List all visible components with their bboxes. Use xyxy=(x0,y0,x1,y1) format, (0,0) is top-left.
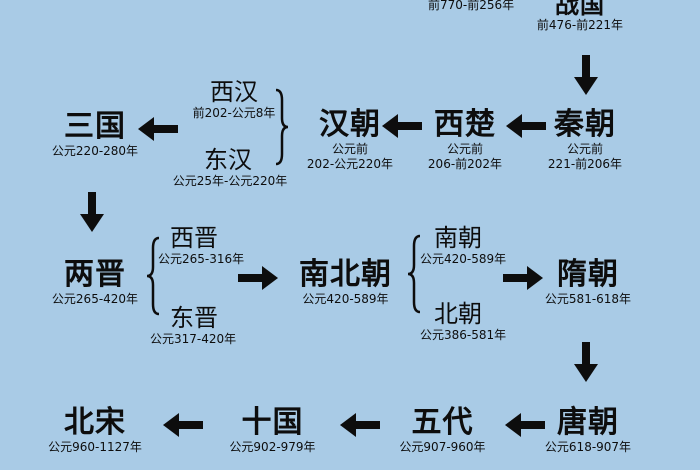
han-line1: 公元前 xyxy=(331,142,368,156)
node-han: 汉朝 公元前 202-公元220年 xyxy=(290,108,410,172)
liangjin-title: 两晋 xyxy=(64,257,126,292)
xichu-title: 西楚 xyxy=(434,107,496,142)
beisong-title: 北宋 xyxy=(64,405,126,440)
liangjin-date: 公元265-420年 xyxy=(51,292,139,306)
beisong-date: 公元960-1127年 xyxy=(48,440,142,454)
xichu-line1: 公元前 xyxy=(446,142,483,156)
node-xichu: 西楚 公元前 206-前202年 xyxy=(415,108,515,172)
arrow-down-icon xyxy=(80,192,104,232)
qin-line2: 221-前206年 xyxy=(547,157,623,171)
shiguo-title: 十国 xyxy=(241,405,304,440)
nanchao-title: 南朝 xyxy=(434,224,482,252)
arrow-down-icon xyxy=(574,55,598,95)
qin-line1: 公元前 xyxy=(566,142,603,156)
xijin-date: 公元265-316年 xyxy=(158,252,245,266)
node-wudai: 五代 公元907-960年 xyxy=(390,406,495,455)
qin-title: 秦朝 xyxy=(554,107,616,142)
node-nanchao: 南朝 公元420-589年 xyxy=(420,224,515,267)
zhanguo-title: 战国 xyxy=(555,0,605,19)
node-beisong: 北宋 公元960-1127年 xyxy=(40,406,150,455)
node-dongjin: 东晋 公元317-420年 xyxy=(150,304,260,347)
partial-date: 前770-前256年 xyxy=(428,0,515,12)
arrow-left-icon xyxy=(505,413,545,437)
tang-date: 公元618-907年 xyxy=(544,440,632,454)
xijin-title: 西晋 xyxy=(170,224,218,252)
arrow-right-icon xyxy=(238,266,278,290)
node-tang: 唐朝 公元618-907年 xyxy=(538,406,638,455)
brace-icon xyxy=(146,236,160,316)
node-beichao: 北朝 公元386-581年 xyxy=(420,300,515,343)
han-line2: 202-公元220年 xyxy=(306,157,394,171)
node-qin: 秦朝 公元前 221-前206年 xyxy=(535,108,635,172)
nanchao-date: 公元420-589年 xyxy=(420,252,507,266)
brace-icon xyxy=(275,88,289,166)
node-xijin: 西晋 公元265-316年 xyxy=(158,224,268,267)
arrow-down-icon xyxy=(574,342,598,382)
nanbeichao-title: 南北朝 xyxy=(299,257,392,292)
arrow-left-icon xyxy=(138,117,178,141)
sanguo-date: 公元220-280年 xyxy=(51,144,139,158)
donghan-title: 东汉 xyxy=(204,146,252,174)
xihan-title: 西汉 xyxy=(210,78,258,106)
arrow-left-icon xyxy=(506,114,546,138)
node-xihan: 西汉 前202-公元8年 xyxy=(180,78,288,121)
beichao-date: 公元386-581年 xyxy=(420,328,507,342)
donghan-date: 公元25年-公元220年 xyxy=(172,174,288,188)
xihan-date: 前202-公元8年 xyxy=(192,106,276,120)
tang-title: 唐朝 xyxy=(557,405,619,440)
node-sui: 隋朝 公元581-618年 xyxy=(538,258,638,307)
zhanguo-date: 前476-前221年 xyxy=(536,18,624,32)
sui-date: 公元581-618年 xyxy=(544,292,632,306)
node-liangjin: 两晋 公元265-420年 xyxy=(45,258,145,307)
node-nanbeichao: 南北朝 公元420-589年 xyxy=(283,258,408,307)
node-shiguo: 十国 公元902-979年 xyxy=(220,406,325,455)
sui-title: 隋朝 xyxy=(557,257,619,292)
arrow-right-icon xyxy=(503,266,543,290)
arrow-left-icon xyxy=(163,413,203,437)
node-zhanguo: 前770-前256年 战国 前476-前221年 xyxy=(428,0,640,33)
wudai-title: 五代 xyxy=(411,405,474,440)
wudai-date: 公元907-960年 xyxy=(399,440,486,454)
dongjin-date: 公元317-420年 xyxy=(150,332,237,346)
arrow-left-icon xyxy=(340,413,380,437)
node-donghan: 东汉 公元25年-公元220年 xyxy=(160,146,300,189)
han-title: 汉朝 xyxy=(319,107,381,142)
arrow-left-icon xyxy=(382,114,422,138)
brace-icon xyxy=(407,234,421,314)
nanbeichao-date: 公元420-589年 xyxy=(302,292,389,306)
sanguo-title: 三国 xyxy=(64,109,126,144)
shiguo-date: 公元902-979年 xyxy=(229,440,316,454)
beichao-title: 北朝 xyxy=(434,300,482,328)
xichu-line2: 206-前202年 xyxy=(427,157,503,171)
dongjin-title: 东晋 xyxy=(170,304,218,332)
node-sanguo: 三国 公元220-280年 xyxy=(45,110,145,159)
